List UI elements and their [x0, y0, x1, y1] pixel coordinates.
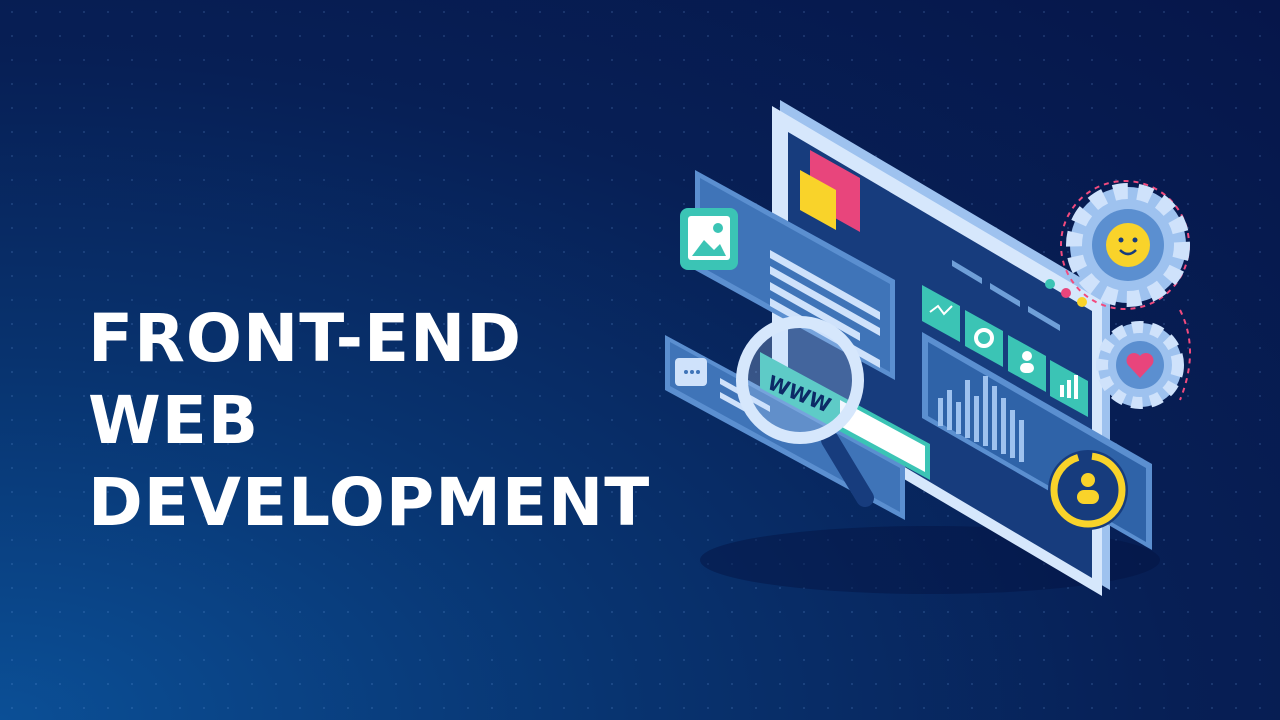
heart-icon: [1126, 353, 1154, 378]
smiley-icon: [1106, 223, 1150, 267]
layout-blocks: [800, 150, 860, 232]
chart-icon: [922, 285, 960, 342]
icon-tiles: [922, 285, 1088, 417]
isometric-web-illustration: WWW: [665, 100, 1191, 596]
title-line-2: WEB: [88, 382, 260, 459]
window-dot-yellow: [1077, 297, 1087, 307]
window-dot-red: [1061, 288, 1071, 298]
gear-icon: [965, 310, 1003, 367]
gear-cluster: [1060, 180, 1191, 409]
title-line-3: DEVELOPMENT: [88, 464, 651, 541]
analytics-panel: [922, 332, 1152, 550]
title-line-1: FRONT-END: [88, 300, 523, 377]
window-dot-green: [1045, 279, 1055, 289]
magnifier-search-icon: WWW: [736, 316, 874, 507]
page-title: FRONT-END WEB DEVELOPMENT: [88, 298, 650, 544]
